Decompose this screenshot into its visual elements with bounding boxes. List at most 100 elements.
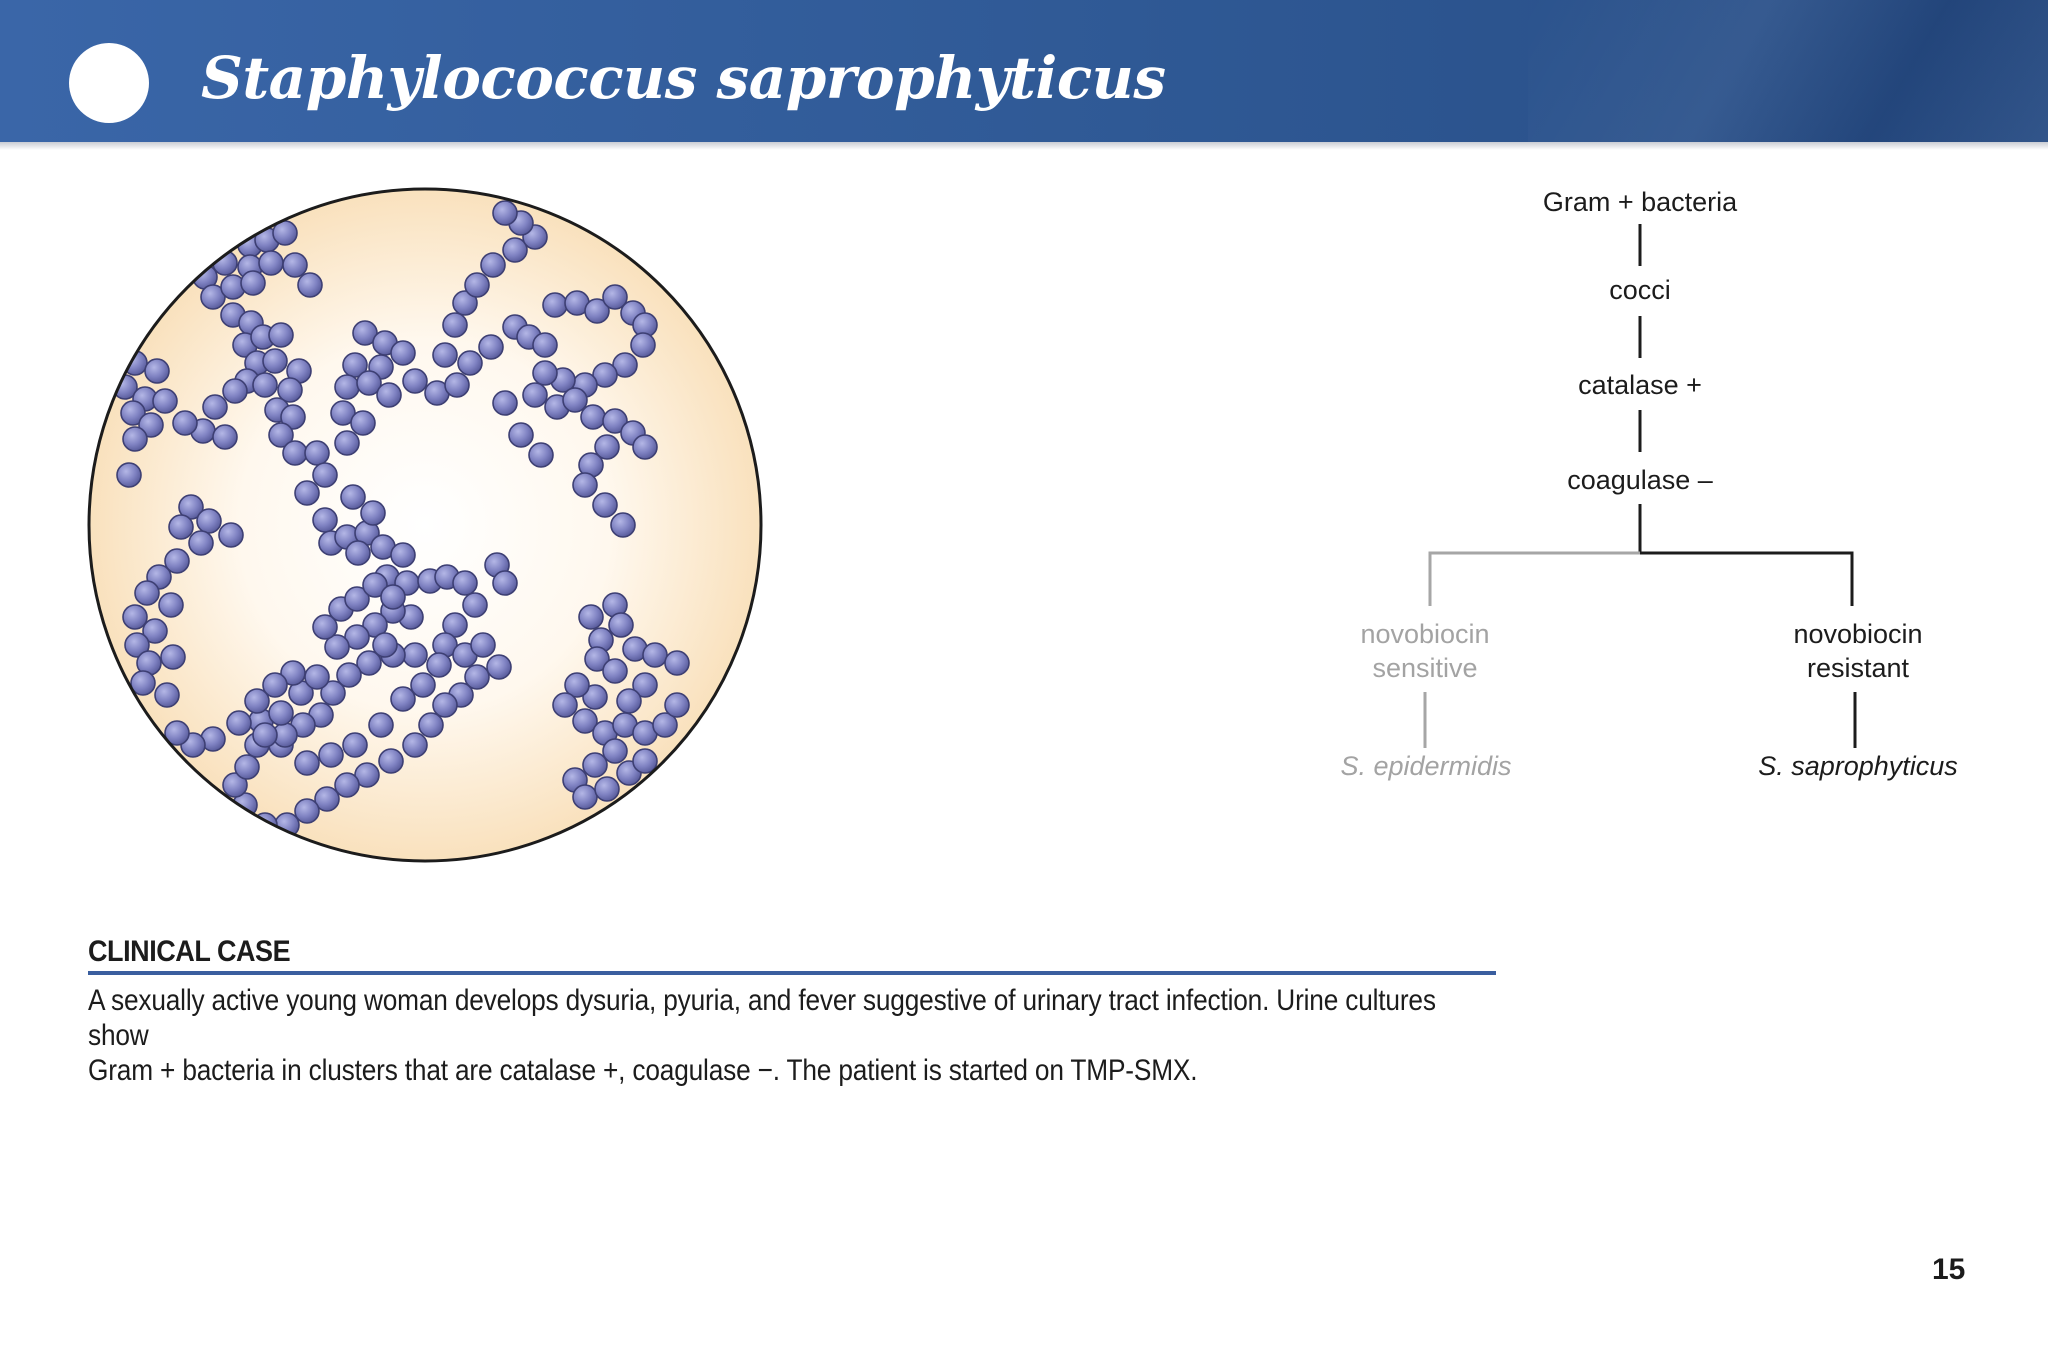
- coccus-cell: [572, 708, 598, 734]
- header-sheen: [1528, 0, 2048, 142]
- coccus-cell: [582, 752, 608, 778]
- coccus-cell: [142, 618, 168, 644]
- coccus-cell: [122, 426, 148, 452]
- coccus-cell: [202, 394, 228, 420]
- connector-branch-left: [1428, 551, 1640, 606]
- coccus-cell: [177, 242, 203, 268]
- coccus-cell: [314, 786, 340, 812]
- coccus-cell: [152, 388, 178, 414]
- coccus-cell: [318, 742, 344, 768]
- coccus-cell: [390, 542, 416, 568]
- coccus-cell: [354, 762, 380, 788]
- coccus-cell: [602, 738, 628, 764]
- coccus-cell: [592, 362, 618, 388]
- coccus-cell: [334, 430, 360, 456]
- coccus-cell: [532, 332, 558, 358]
- microscope-field-border: [87, 187, 763, 863]
- coccus-cell: [320, 680, 346, 706]
- coccus-cell: [642, 642, 668, 668]
- coccus-cell: [164, 548, 190, 574]
- coccus-cell: [452, 290, 478, 316]
- header-shadow: [0, 142, 2048, 150]
- coccus-cell: [262, 348, 288, 374]
- clinical-case-line-1: A sexually active young woman develops d…: [88, 984, 1436, 1052]
- connector-branch-right: [1640, 551, 1854, 606]
- page-title: Staphylococcus saprophyticus: [201, 44, 1166, 112]
- coccus-cell: [632, 434, 658, 460]
- coccus-cell: [124, 632, 150, 658]
- coccus-cell: [652, 712, 678, 738]
- coccus-cell: [616, 688, 642, 714]
- coccus-cell: [172, 410, 198, 436]
- coccus-cell: [345, 540, 371, 566]
- coccus-cell: [280, 660, 306, 686]
- coccus-cell: [402, 732, 428, 758]
- coccus-cell: [344, 624, 370, 650]
- coccus-cell: [602, 658, 628, 684]
- coccus-cell: [360, 500, 386, 526]
- coccus-cell: [432, 342, 458, 368]
- flow-result-s-saprophyticus: S. saprophyticus: [1758, 751, 1958, 781]
- cocci-clusters: [102, 200, 690, 838]
- coccus-cell: [444, 372, 470, 398]
- coccus-cell: [390, 340, 416, 366]
- coccus-cell: [410, 672, 436, 698]
- coccus-cell: [630, 332, 656, 358]
- flow-node-novobiocin-resistant: novobiocin resistant: [1793, 617, 1922, 685]
- coccus-cell: [582, 684, 608, 710]
- coccus-cell: [344, 586, 370, 612]
- flow-result-s-epidermidis: S. epidermidis: [1340, 751, 1512, 781]
- coccus-cell: [584, 298, 610, 324]
- coccus-cell: [158, 592, 184, 618]
- coccus-cell: [432, 692, 458, 718]
- coccus-cell: [612, 352, 638, 378]
- coccus-cell: [552, 692, 578, 718]
- clinical-case-rule: [88, 971, 1496, 975]
- coccus-cell: [277, 377, 303, 403]
- coccus-cell: [334, 772, 360, 798]
- coccus-cell: [457, 350, 483, 376]
- coccus-cell: [217, 222, 243, 248]
- flow-node-coagulase: coagulase –: [1567, 465, 1713, 495]
- coccus-cell: [160, 644, 186, 670]
- coccus-cell: [102, 340, 128, 366]
- coccus-cell: [664, 692, 690, 718]
- coccus-cell: [240, 270, 266, 296]
- flow-node-gram-positive: Gram + bacteria: [1542, 187, 1738, 217]
- coccus-cell: [664, 650, 690, 676]
- coccus-cell: [378, 748, 404, 774]
- flow-node-catalase: catalase +: [1578, 370, 1702, 400]
- coccus-cell: [342, 732, 368, 758]
- coccus-cell: [564, 672, 590, 698]
- coccus-cell: [578, 604, 604, 630]
- coccus-cell: [452, 570, 478, 596]
- coccus-cell: [486, 654, 512, 680]
- coccus-cell: [356, 650, 382, 676]
- coccus-cell: [312, 614, 338, 640]
- coccus-cell: [602, 408, 628, 434]
- clinical-case-text: A sexually active young woman develops d…: [88, 983, 1453, 1088]
- coccus-cell: [592, 492, 618, 518]
- coccus-cell: [376, 382, 402, 408]
- coccus-cell: [196, 508, 222, 534]
- coccus-cell: [580, 404, 606, 430]
- clinical-case-heading: CLINICAL CASE: [88, 935, 291, 968]
- flow-node-cocci: cocci: [1609, 275, 1671, 305]
- coccus-cell: [464, 272, 490, 298]
- coccus-cell: [464, 664, 490, 690]
- coccus-cell: [470, 632, 496, 658]
- page-number: 15: [1932, 1253, 1966, 1286]
- coccus-cell: [222, 772, 248, 798]
- coccus-cell: [352, 320, 378, 346]
- coccus-cell: [226, 710, 252, 736]
- coccus-cell: [492, 390, 518, 416]
- microscope-field-illustration: [87, 187, 763, 863]
- coccus-cell: [426, 652, 452, 678]
- coccus-cell: [294, 480, 320, 506]
- coccus-cell: [280, 404, 306, 430]
- clinical-case-line-2: Gram + bacteria in clusters that are cat…: [88, 1054, 1198, 1087]
- flow-node-novobiocin-sensitive: novobiocin sensitive: [1360, 617, 1489, 685]
- coccus-cell: [188, 530, 214, 556]
- coccus-cell: [154, 682, 180, 708]
- coccus-cell: [164, 720, 190, 746]
